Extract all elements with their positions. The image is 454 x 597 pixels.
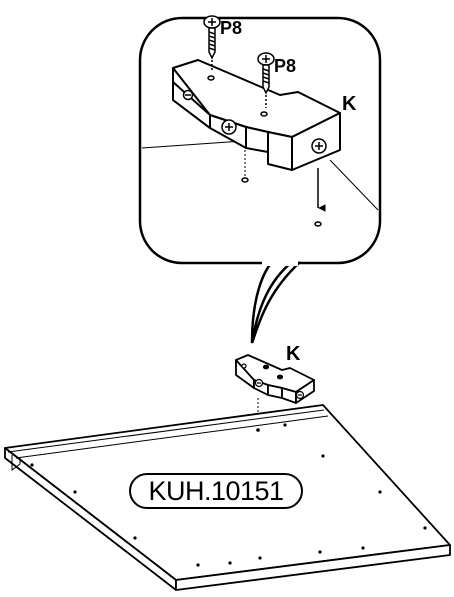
callout-tail (250, 257, 301, 344)
screw-icon (203, 15, 221, 72)
screw-label-1: P8 (220, 18, 242, 38)
panel-holes (30, 423, 427, 567)
part-label-main: K (286, 343, 301, 365)
bracket-holes-detail (182, 75, 327, 227)
detail-callout: P8 P8 K (138, 15, 382, 344)
part-label-detail: K (342, 93, 357, 115)
panel-code: KUH.10151 (148, 476, 283, 506)
table-edge-line (329, 159, 379, 211)
bracket-holes (241, 363, 305, 400)
bracket-k (235, 354, 315, 404)
panel-groove (7, 409, 329, 471)
table-edge-line (141, 140, 244, 149)
screw-label-2: P8 (274, 56, 296, 76)
screw-icon (257, 52, 275, 108)
panel-code-badge (129, 473, 303, 509)
